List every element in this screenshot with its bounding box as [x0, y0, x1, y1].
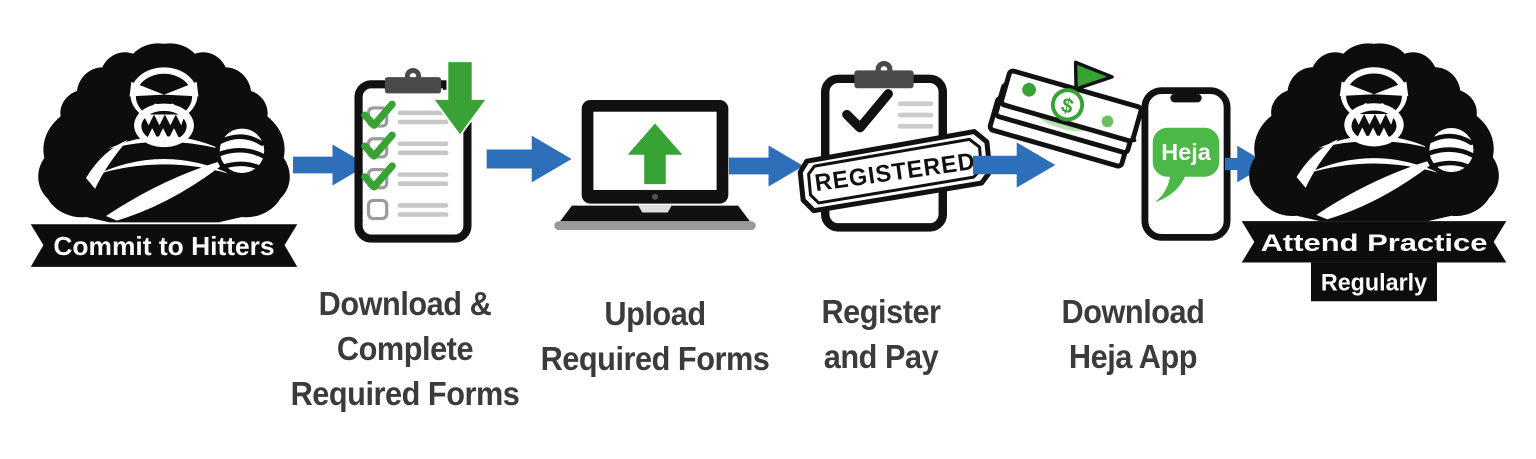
flow-arrow-icon [1225, 145, 1268, 183]
step-label-line: Required Forms [540, 340, 770, 377]
heja-app-icon: Heja [1152, 127, 1220, 203]
step-label-line: Download [1061, 293, 1205, 330]
cash-icon: $ [987, 60, 1144, 169]
gorilla-body [38, 43, 290, 223]
attend-banner-line1: Attend Practice [1261, 230, 1488, 257]
gorilla-body [1249, 43, 1499, 222]
laptop-base [560, 205, 750, 222]
step-label-line: Upload [604, 295, 706, 332]
step-label-line: Download & [318, 285, 492, 322]
step-label-upload-forms: Upload Required Forms [531, 291, 778, 381]
checkmark-icon [361, 131, 396, 160]
phone-heja-icon: Heja [1141, 87, 1231, 241]
flow-arrow-icon [729, 145, 804, 187]
download-arrow-icon [431, 60, 489, 138]
commit-banner-label: Commit to Hitters [53, 231, 274, 261]
gorilla-mascot-start-icon: Commit to Hitters [30, 43, 298, 267]
step-label-register-pay: Register and Pay [770, 289, 991, 379]
phone-notch [1170, 93, 1202, 103]
attend-banner: Attend Practice Regularly [1241, 221, 1507, 302]
clipboard-checklist-icon [354, 68, 472, 243]
step-label-download-forms: Download & Complete Required Forms [281, 281, 528, 416]
checkmark-icon [361, 162, 396, 191]
laptop-upload-icon [554, 100, 756, 231]
checkmark-icon [361, 100, 396, 129]
flow-arrow-icon [973, 142, 1056, 188]
step-label-line: Heja App [1068, 338, 1198, 375]
checkmark-icon [842, 89, 893, 133]
flow-arrow-icon [293, 144, 368, 186]
attend-banner-line2: Regularly [1321, 269, 1428, 296]
step-label-line: Required Forms [290, 375, 520, 412]
heja-app-label: Heja [1161, 139, 1212, 165]
empty-checkbox [366, 198, 389, 221]
upload-arrow-icon [627, 123, 683, 185]
checklist-rows [361, 100, 449, 221]
step-label-download-heja: Download Heja App [1022, 289, 1243, 379]
step-label-line: Register [821, 293, 941, 330]
step-label-line: Complete [336, 330, 474, 367]
registered-stamp: REGISTERED [794, 128, 996, 215]
clipboard-clip [384, 77, 442, 94]
commit-banner: Commit to Hitters [30, 224, 298, 267]
gorilla-mascot-end-icon: Attend Practice Regularly [1241, 43, 1507, 302]
clipboard-clip [854, 70, 914, 89]
flow-arrow-icon [486, 135, 572, 183]
step-label-line: and Pay [823, 338, 939, 375]
